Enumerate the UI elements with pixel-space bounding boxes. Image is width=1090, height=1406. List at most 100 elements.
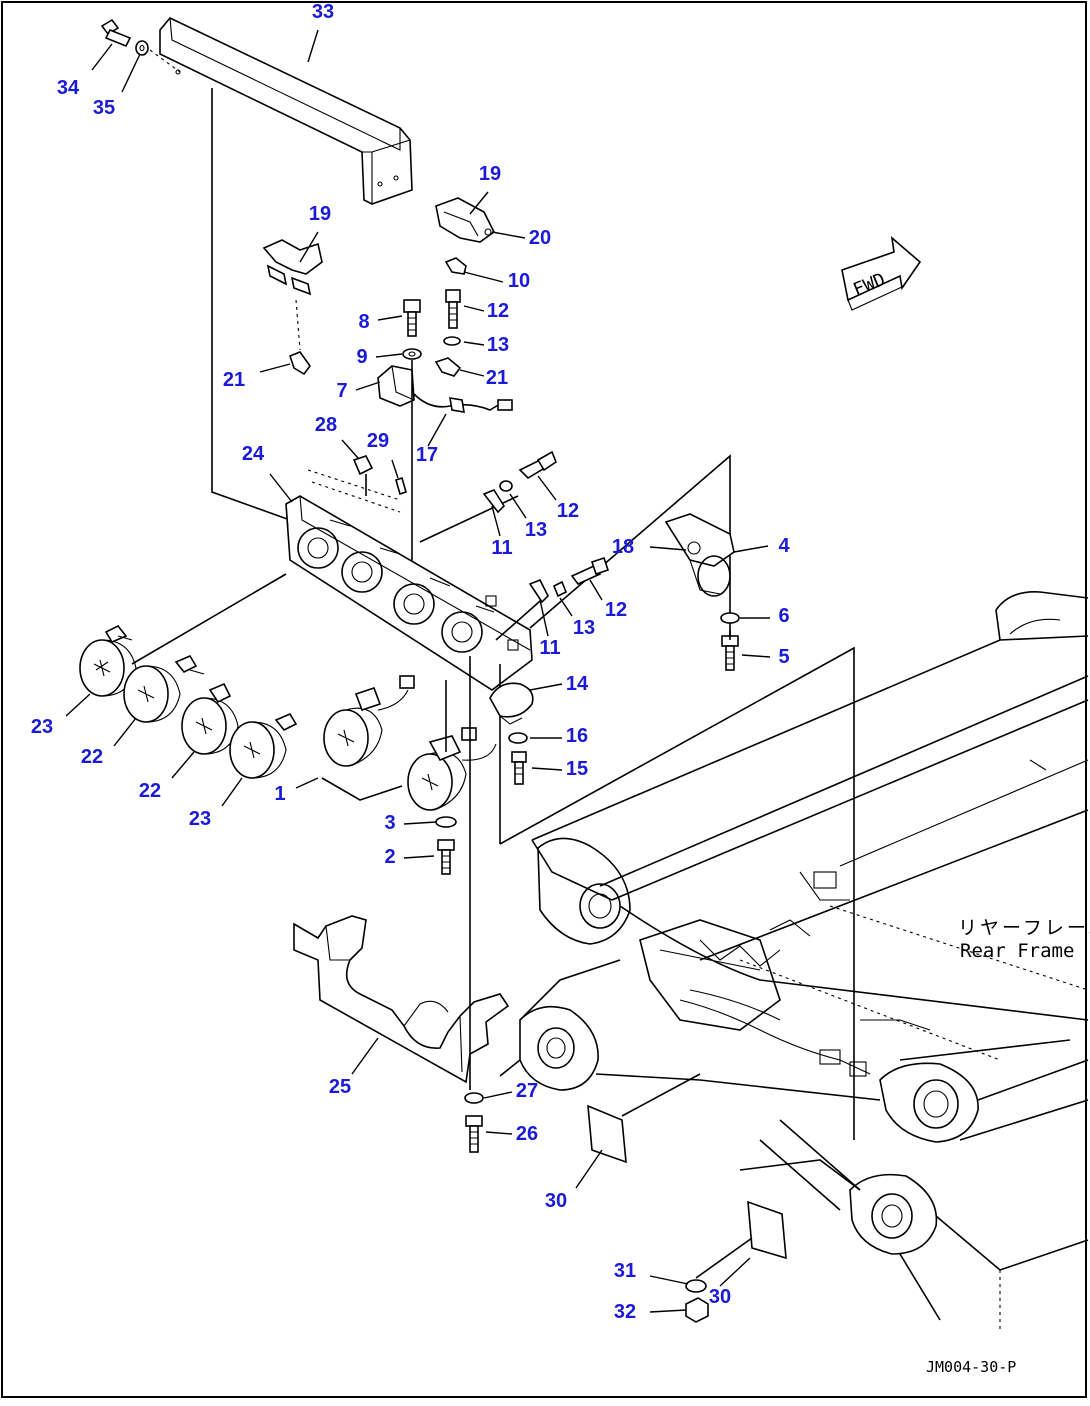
callout-leader [355, 381, 381, 391]
callout-leader [403, 855, 435, 859]
bolt-26 [465, 1115, 483, 1153]
callout-leader [391, 459, 399, 479]
work-lamp-1-lower [407, 727, 497, 811]
washer-6 [720, 612, 740, 624]
clamp-11-upper [482, 489, 506, 514]
callout-c29: 29 [367, 430, 389, 452]
callout-c21a: 21 [223, 369, 245, 391]
headlamp-23-right [229, 712, 298, 779]
callout-c28: 28 [315, 414, 337, 436]
callout-leader [295, 777, 319, 789]
frame-label-en: Rear Frame [960, 940, 1074, 962]
lamp-14 [489, 682, 534, 725]
callout-c32: 32 [614, 1301, 636, 1323]
frame-label-jp: リヤーフレーム [958, 917, 1090, 939]
lamp-panel-24 [285, 495, 533, 691]
callout-c33: 33 [312, 1, 334, 23]
callout-c25: 25 [329, 1076, 351, 1098]
callout-c11b: 11 [539, 637, 560, 659]
callout-c7: 7 [336, 380, 347, 402]
callout-c6: 6 [778, 605, 789, 627]
callout-leader [113, 717, 137, 747]
washer-31 [685, 1279, 707, 1293]
callout-leader [529, 683, 563, 691]
clamp-11-lower [528, 578, 549, 604]
washer-13-top [443, 336, 461, 346]
callout-c12c: 12 [605, 599, 627, 621]
callout-c12a: 12 [487, 300, 509, 322]
callout-c8: 8 [358, 311, 369, 333]
rear-frame [499, 591, 1089, 1330]
callout-c23b: 23 [189, 808, 211, 830]
headlamp-23-left [79, 624, 137, 697]
callout-leader [463, 341, 485, 346]
callout-leader [589, 579, 603, 601]
callout-leader [403, 821, 437, 825]
work-lamp-1-upper [323, 675, 415, 767]
callout-c20: 20 [529, 227, 551, 249]
callout-c35: 35 [93, 97, 115, 119]
connector-28 [352, 455, 374, 476]
terminal-21-right [434, 357, 462, 377]
bolt-15 [511, 751, 527, 785]
nut-32 [685, 1297, 709, 1323]
callout-leader [221, 777, 243, 807]
callout-c30b: 30 [709, 1286, 731, 1308]
callout-c26: 26 [516, 1123, 538, 1145]
callout-c4: 4 [778, 535, 790, 557]
callout-leader [483, 1091, 513, 1099]
bolt-12-top [445, 289, 461, 329]
callout-c12b: 12 [557, 500, 579, 522]
callout-c34: 34 [57, 77, 80, 99]
callout-c30a: 30 [545, 1190, 567, 1212]
callout-leader [509, 493, 527, 519]
callout-leader [539, 599, 549, 637]
washer-16 [508, 732, 528, 744]
flasher-unit-7 [377, 365, 415, 407]
relay-19-left [262, 239, 323, 351]
washer-13-low [552, 580, 568, 598]
callout-leader [121, 53, 141, 93]
callout-leader [491, 505, 501, 537]
terminal-21-left [289, 351, 311, 376]
callout-c16: 16 [566, 725, 588, 747]
callout-leader [375, 353, 403, 358]
callout-c13c: 13 [573, 617, 595, 639]
callout-c17: 17 [416, 444, 438, 466]
callout-c14: 14 [566, 673, 589, 695]
bolt-12-mid [518, 450, 557, 480]
headlamp-22-right [181, 682, 239, 755]
callout-leader [733, 545, 769, 553]
callout-leader [469, 191, 489, 215]
callout-c27: 27 [516, 1080, 538, 1102]
callout-c13b: 13 [525, 519, 547, 541]
pin-29 [395, 476, 407, 496]
callout-leader [91, 43, 113, 71]
forward-arrow: FWD [841, 236, 922, 311]
washer-3 [435, 816, 457, 828]
bolt-5 [721, 635, 739, 671]
callout-leader [341, 439, 359, 459]
washer-9 [402, 348, 422, 360]
callout-c31: 31 [614, 1260, 636, 1282]
callout-c21b: 21 [486, 367, 508, 389]
callout-leader [299, 231, 319, 263]
callout-c23a: 23 [31, 716, 53, 738]
callout-c22a: 22 [81, 746, 103, 768]
callout-leader [559, 597, 573, 617]
callout-c5: 5 [778, 646, 789, 668]
callout-leader [649, 1275, 689, 1285]
callout-c10: 10 [508, 270, 530, 292]
wire-harness-17 [413, 393, 513, 413]
callout-leader [427, 413, 447, 447]
callout-leader [307, 29, 319, 63]
callout-c2: 2 [384, 846, 395, 868]
callout-c19a: 19 [309, 203, 331, 225]
bracket-cover-33 [159, 17, 413, 205]
callout-c1: 1 [274, 783, 285, 805]
callout-leader [269, 473, 293, 503]
callout-leader [463, 271, 504, 283]
callout-c15: 15 [566, 758, 588, 780]
relay-19-right [435, 197, 496, 243]
